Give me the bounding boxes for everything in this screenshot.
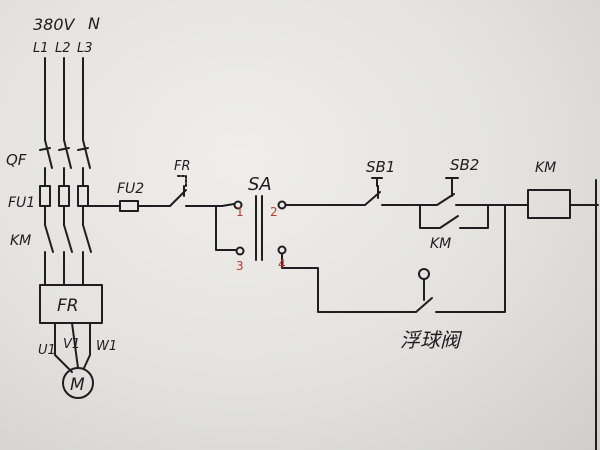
- motor-u-label: U1: [38, 343, 56, 358]
- motor-w-label: W1: [96, 339, 117, 354]
- phase-lines-top: [44, 57, 84, 141]
- terminal-3-label: 3: [236, 259, 244, 273]
- holding-contact-label: KM: [430, 236, 451, 252]
- phase-l3-label: L3: [77, 41, 93, 56]
- fuse-fu2-symbol: [119, 200, 139, 212]
- pushbutton-sb1-label: SB1: [366, 158, 395, 176]
- coil-km: [527, 189, 571, 219]
- fuse-fu1: [39, 185, 89, 226]
- float-valve-label: 浮球阀: [400, 328, 463, 352]
- supply-neutral-label: N: [88, 14, 100, 33]
- motor-v-label: V1: [63, 337, 80, 352]
- coil-label: KM: [535, 160, 556, 176]
- overload-contact-fr: [169, 175, 209, 207]
- terminal-4-label: 4: [278, 257, 286, 271]
- phase-l2-label: L2: [55, 41, 71, 56]
- overload-block-label: FR: [57, 296, 79, 316]
- pushbutton-sb2-label: SB2: [450, 156, 479, 174]
- holding-contact-km: [419, 204, 489, 229]
- selector-switch-label: SA: [248, 174, 272, 195]
- motor-label: M: [70, 375, 85, 395]
- pushbutton-sb1: [364, 177, 421, 206]
- contactor-km-main: [44, 224, 92, 286]
- fuse-control-label: FU2: [117, 181, 144, 197]
- breaker-qf: [39, 139, 91, 187]
- motor-circle: [62, 367, 94, 399]
- pushbutton-sb2: [419, 177, 489, 206]
- contactor-main-label: KM: [10, 233, 31, 249]
- overload-contact-label: FR: [174, 159, 191, 174]
- fuse-main-label: FU1: [8, 195, 35, 211]
- terminal-1-label: 1: [236, 205, 244, 219]
- phase-l1-label: L1: [33, 41, 49, 56]
- terminal-2-label: 2: [270, 205, 278, 219]
- control-wiring: [82, 200, 171, 212]
- breaker-label: QF: [6, 151, 27, 169]
- supply-voltage-label: 380V: [33, 15, 76, 34]
- selector-switch-sa: [207, 195, 417, 313]
- float-valve-switch: [415, 204, 506, 313]
- motor-wiring: [54, 322, 91, 373]
